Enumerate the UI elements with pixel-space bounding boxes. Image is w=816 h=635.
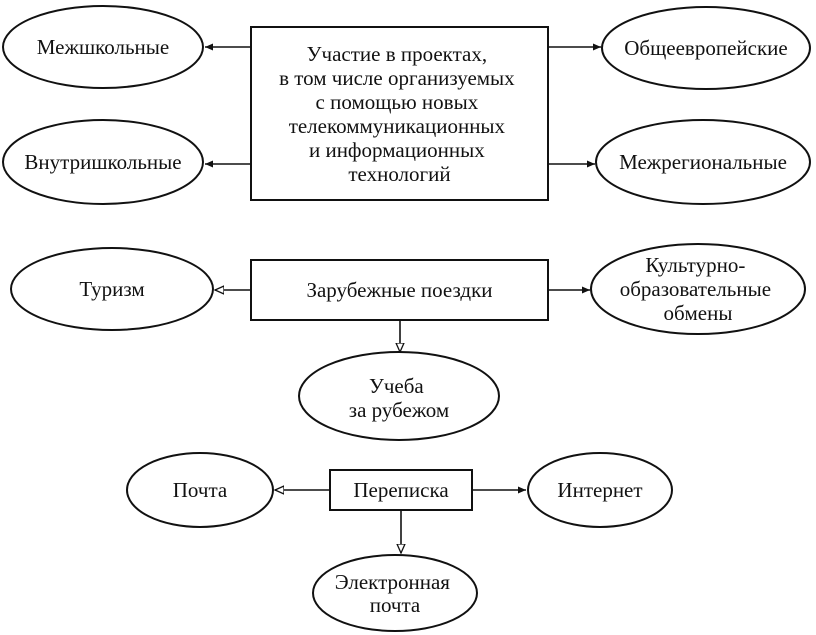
correspondence-box-label: Переписка	[353, 478, 449, 502]
node-mezhregionalnye	[595, 119, 811, 205]
node-mezhregionalnye-label: Межрегиональные	[619, 150, 787, 174]
node-pochta-label: Почта	[173, 478, 228, 502]
group-trips: Зарубежные поездки Туризм Культурно- обр…	[10, 243, 806, 441]
node-turizm	[10, 247, 214, 331]
node-internet	[527, 452, 673, 528]
node-elektronnaya-pochta-label: Электронная почта	[335, 570, 455, 617]
node-ucheba-za-rubezhom-label: Учеба за рубежом	[349, 374, 449, 422]
node-kulturno-obrazovatelnye	[590, 243, 806, 335]
node-elektronnaya-pochta	[312, 554, 478, 632]
node-kulturno-obrazovatelnye-label: Культурно- образовательные обмены	[620, 253, 777, 325]
node-obshcheevropeyskie	[601, 6, 811, 90]
node-pochta	[126, 452, 274, 528]
node-mezhshkolnye-label: Межшкольные	[37, 35, 169, 59]
correspondence-box	[329, 469, 473, 511]
trips-box-label: Зарубежные поездки	[306, 278, 492, 302]
node-vnutrishkolnye	[2, 119, 204, 205]
node-mezhshkolnye	[2, 5, 204, 89]
projects-box-label: Участие в проектах, в том числе организу…	[279, 42, 520, 186]
node-internet-label: Интернет	[557, 478, 642, 502]
trips-box	[250, 259, 549, 321]
projects-box	[250, 26, 549, 201]
group-projects: Участие в проектах, в том числе организу…	[2, 5, 811, 205]
node-obshcheevropeyskie-label: Общеевропейские	[624, 36, 787, 60]
node-vnutrishkolnye-label: Внутришкольные	[24, 150, 181, 174]
node-turizm-label: Туризм	[79, 277, 144, 301]
group-correspondence: Переписка Почта Интернет Электронная поч…	[126, 452, 673, 632]
